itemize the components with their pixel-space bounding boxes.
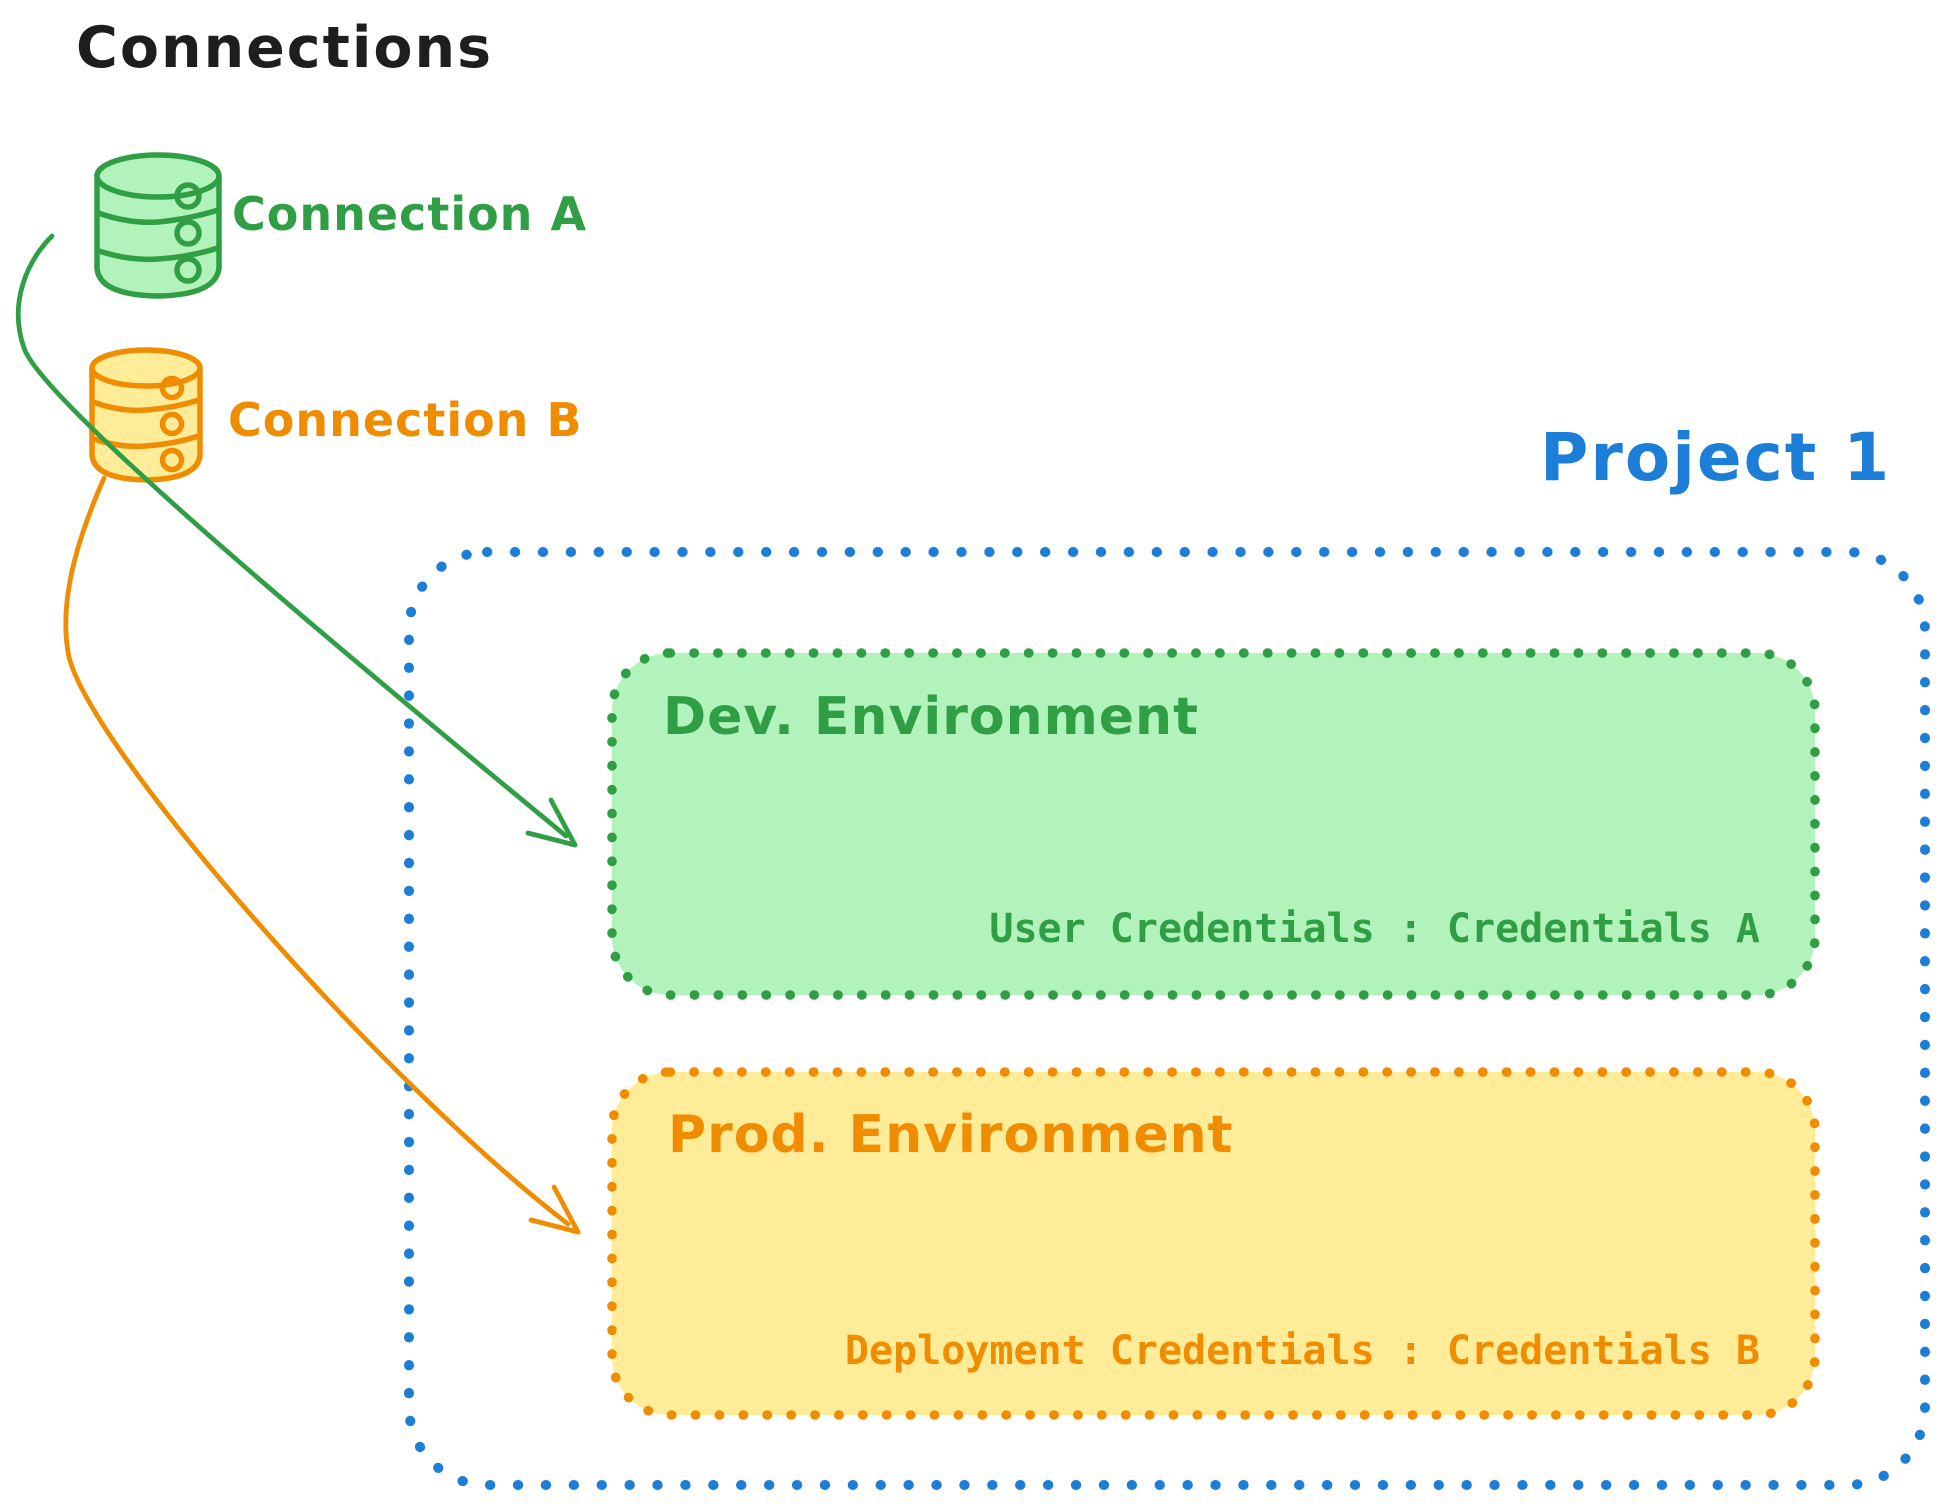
connection-a-arrow bbox=[15, 233, 578, 848]
prod-environment-title: Prod. Environment bbox=[668, 1105, 1234, 1165]
connection-b-label: Connection B bbox=[228, 393, 583, 447]
connection-b-arrow bbox=[63, 475, 581, 1235]
project-container-box bbox=[404, 547, 1930, 1490]
dev-environment-box bbox=[607, 648, 1820, 1000]
connection-b-database-icon bbox=[89, 347, 203, 483]
connection-a-database-icon bbox=[94, 152, 222, 299]
dev-environment-credentials: User Credentials : Credentials A bbox=[989, 906, 1760, 952]
prod-environment-box bbox=[607, 1067, 1820, 1420]
connection-a-label: Connection A bbox=[232, 187, 588, 241]
diagram-title: Connections bbox=[76, 15, 494, 81]
prod-environment-credentials: Deployment Credentials : Credentials B bbox=[844, 1328, 1760, 1374]
project-title: Project 1 bbox=[1540, 419, 1892, 496]
dev-environment-title: Dev. Environment bbox=[663, 687, 1199, 747]
